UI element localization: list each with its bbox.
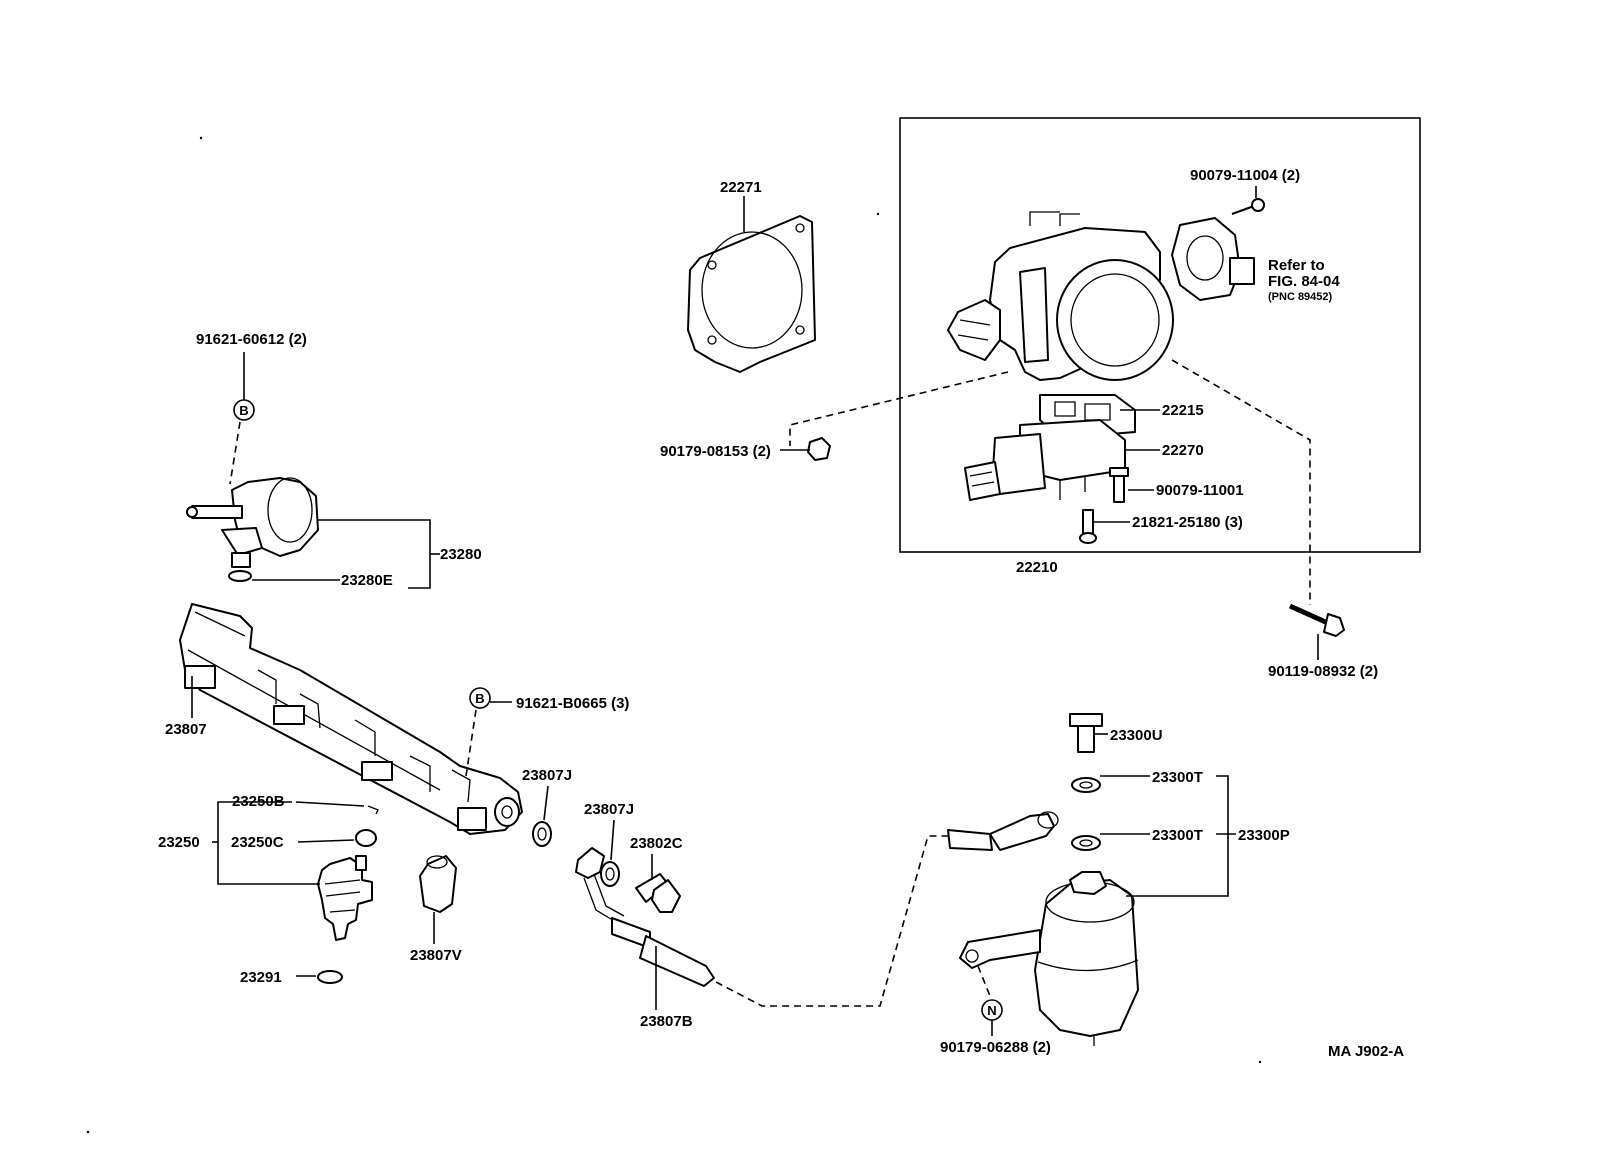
label-23807j-a: 23807J	[522, 767, 572, 784]
label-23250: 23250	[158, 834, 200, 851]
dashed-leader-throttle-nut	[789, 371, 1009, 446]
screw-90079-11004	[1231, 198, 1265, 215]
gasket-23807j-a	[532, 821, 552, 847]
callout-circle-b-1	[233, 399, 255, 421]
fuel-rail-23807	[179, 603, 523, 835]
label-refer-to: Refer to	[1268, 257, 1325, 274]
callout-circle-b-2	[469, 687, 491, 709]
label-23291: 23291	[240, 969, 282, 986]
leader-23250c	[297, 839, 355, 843]
label-refer-pnc: (PNC 89452)	[1268, 291, 1333, 303]
dashed-leader-pipe	[715, 835, 948, 1007]
callout-letter-b-2: B	[475, 691, 484, 706]
speck	[876, 212, 880, 216]
callout-letter-n: N	[987, 1003, 996, 1018]
label-23300p: 23300P	[1238, 827, 1290, 844]
label-22270: 22270	[1162, 442, 1204, 459]
speck	[86, 1130, 90, 1134]
label-90119-08932: 90119-08932 (2)	[1268, 663, 1378, 680]
o-ring-23250c	[355, 829, 377, 847]
clip-23250b	[367, 805, 379, 815]
fuel-pipe-23807b	[575, 847, 715, 987]
screw-90079-11001	[1109, 467, 1129, 503]
dashed-leader-b-2	[465, 709, 477, 777]
label-91621-60612: 91621-60612 (2)	[196, 331, 307, 348]
dashed-leader-b-1	[229, 421, 241, 485]
figure-code: MA J902-A	[1328, 1043, 1404, 1060]
label-23300t-b: 23300T	[1152, 827, 1203, 844]
label-23250b: 23250B	[232, 793, 285, 810]
throttle-body	[947, 211, 1174, 501]
dashed-leader-throttle-bolt	[1171, 359, 1311, 605]
bolt-90119-08932	[1288, 603, 1345, 637]
leader-23250-bracket	[217, 801, 320, 885]
label-23807v: 23807V	[410, 947, 462, 964]
throttle-body-assembly-box	[899, 117, 1421, 553]
label-90079-11004: 90079-11004 (2)	[1190, 167, 1300, 184]
label-23300u: 23300U	[1110, 727, 1163, 744]
gasket-23807j-a-inner	[537, 827, 547, 841]
label-23802c: 23802C	[630, 835, 683, 852]
gasket-22271	[687, 215, 816, 373]
leader-23300p-bracket	[1126, 775, 1229, 897]
label-23300t-a: 23300T	[1152, 769, 1203, 786]
dashed-leader-n	[977, 965, 991, 997]
label-22210: 22210	[1016, 559, 1058, 576]
label-23280: 23280	[440, 546, 482, 563]
insulator-23291	[317, 970, 343, 984]
label-23250c: 23250C	[231, 834, 284, 851]
label-23807j-b: 23807J	[584, 801, 634, 818]
pressure-regulator-23280	[186, 477, 319, 568]
speck	[199, 136, 203, 140]
label-refer-fig: FIG. 84-04	[1268, 273, 1340, 290]
gasket-23807j-b-inner	[605, 867, 615, 881]
callout-letter-b-1: B	[239, 403, 248, 418]
label-21821-25180: 21821-25180 (3)	[1132, 514, 1243, 531]
spacer-23807v	[419, 855, 457, 913]
label-90179-08153: 90179-08153 (2)	[660, 443, 771, 460]
label-23807b: 23807B	[640, 1013, 693, 1030]
screw-21821-25180	[1079, 509, 1097, 544]
label-22215: 22215	[1162, 402, 1204, 419]
union-bolt-23802c	[635, 873, 681, 913]
nut-90179-08153	[807, 437, 831, 461]
label-23280e: 23280E	[341, 572, 393, 589]
leader-23807j-a	[543, 785, 549, 821]
label-23807: 23807	[165, 721, 207, 738]
gasket-23807j-b	[600, 861, 620, 887]
leader-23250b	[295, 801, 365, 807]
label-91621-b0665: 91621-B0665 (3)	[516, 695, 629, 712]
throttle-position-sensor	[1171, 217, 1255, 301]
label-22271: 22271	[720, 179, 762, 196]
fuel-injector-23250	[317, 855, 373, 941]
label-90179-06288: 90179-06288 (2)	[940, 1039, 1051, 1056]
fuel-filter-23300p	[947, 713, 1139, 1046]
speck	[1258, 1060, 1262, 1064]
leader-23807j-b	[610, 819, 615, 861]
label-90079-11001: 90079-11001	[1156, 482, 1244, 499]
o-ring-23280E	[228, 570, 252, 582]
